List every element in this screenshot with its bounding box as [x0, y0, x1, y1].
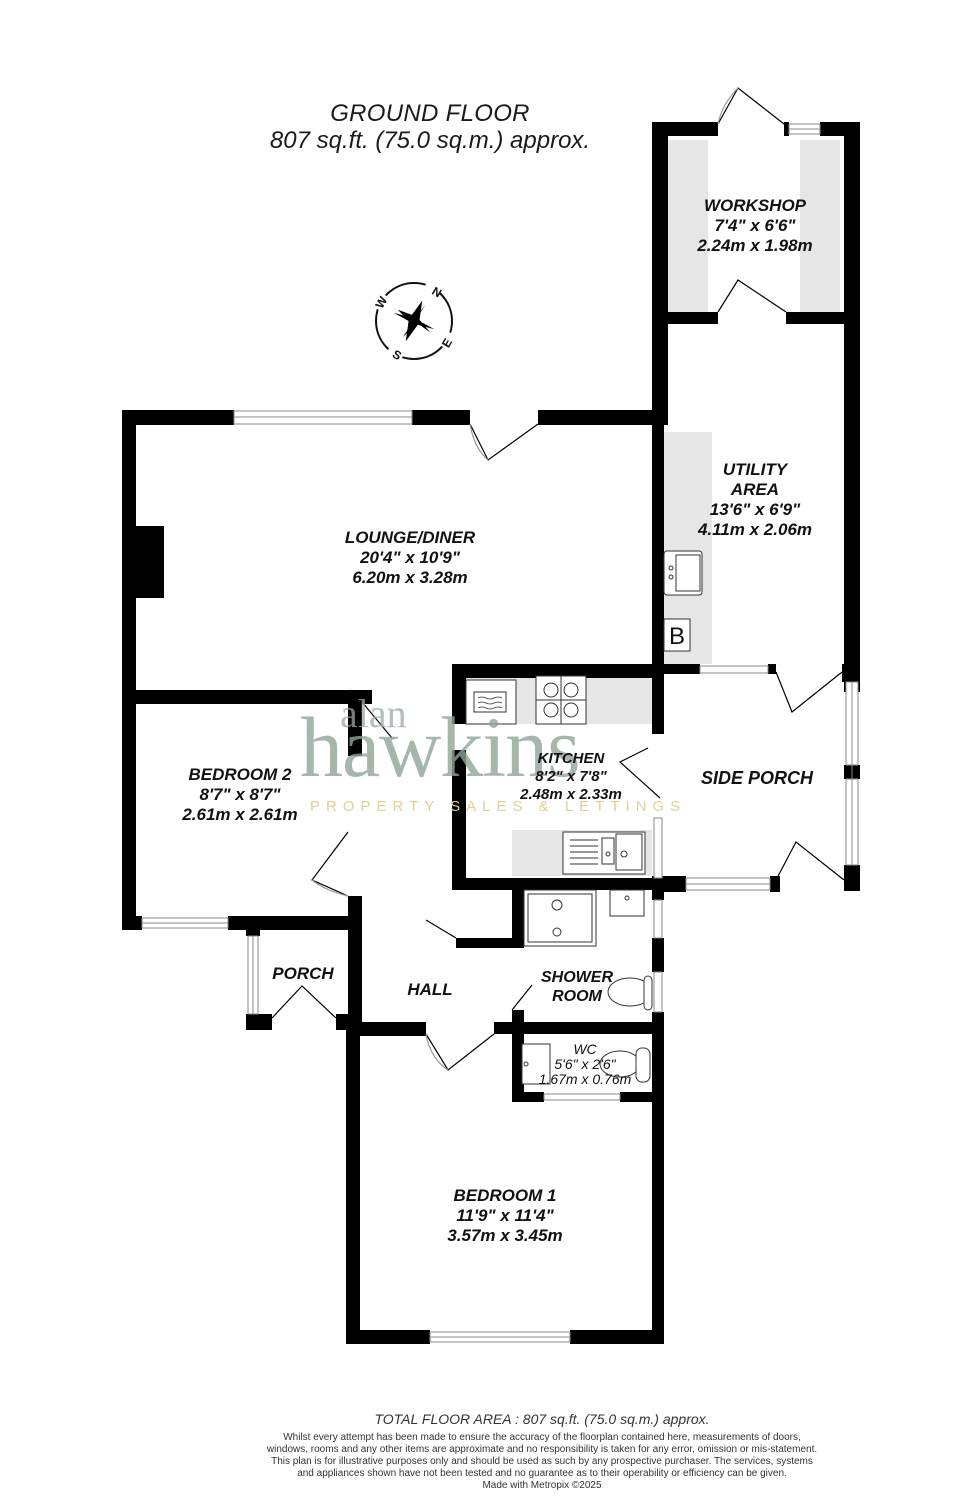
room-dimensions-metric: 1.67m x 0.76m [538, 1071, 632, 1087]
room-dimensions-metric: 2.48m x 2.33m [520, 786, 622, 803]
windows [141, 123, 859, 1343]
compass-icon: N E S W [372, 280, 455, 363]
utility-sink-icon [663, 550, 703, 596]
room-name-line2: ROOM [552, 988, 602, 1005]
made-with-credit: Made with Metropix ©2025 [482, 1480, 602, 1491]
room-dimensions-imperial: 5'6" x 2'6" [554, 1056, 616, 1072]
boiler-icon: B [663, 618, 691, 652]
room-name-line1: SHOWER [541, 969, 613, 986]
room-label-utility: UTILITY AREA 13'6" x 6'9" 4.11m x 2.06m [670, 460, 840, 540]
room-label-hall: HALL [380, 980, 480, 1000]
room-name: KITCHEN [537, 750, 605, 767]
doors [271, 87, 845, 1071]
room-dimensions-metric: 2.24m x 1.98m [697, 236, 813, 255]
room-dimensions-imperial: 8'7" x 8'7" [199, 785, 281, 804]
basin-icon [609, 889, 645, 917]
sink-icon [562, 831, 646, 875]
room-name: SIDE PORCH [700, 768, 814, 788]
room-name-line2: AREA [730, 480, 780, 499]
wc-basin-icon [521, 1043, 551, 1085]
room-dimensions-metric: 4.11m x 2.06m [697, 520, 813, 539]
room-name: BEDROOM 1 [453, 1186, 557, 1205]
hob-icon [535, 675, 587, 725]
room-name: WORKSHOP [704, 196, 806, 215]
room-label-workshop: WORKSHOP 7'4" x 6'6" 2.24m x 1.98m [660, 196, 850, 256]
svg-text:B: B [669, 623, 685, 650]
room-dimensions-imperial: 8'2" x 7'8" [535, 768, 607, 785]
walls [122, 122, 860, 1344]
room-dimensions-imperial: 11'9" x 11'4" [456, 1206, 554, 1225]
room-dimensions-imperial: 20'4" x 10'9" [360, 548, 460, 567]
room-label-lounge-diner: LOUNGE/DINER 20'4" x 10'9" 6.20m x 3.28m [300, 528, 520, 588]
room-label-porch: PORCH [258, 964, 348, 984]
room-label-side-porch: SIDE PORCH [672, 768, 842, 788]
room-name: BEDROOM 2 [188, 765, 292, 784]
shower-tray-icon [523, 889, 597, 947]
room-dimensions-metric: 3.57m x 3.45m [447, 1226, 563, 1245]
wc-toilet-icon [599, 1047, 651, 1083]
room-dimensions-imperial: 13'6" x 6'9" [709, 500, 801, 519]
total-floor-area: TOTAL FLOOR AREA : 807 sq.ft. (75.0 sq.m… [374, 1411, 710, 1427]
svg-text:W: W [372, 293, 390, 310]
room-dimensions-imperial: 7'4" x 6'6" [714, 216, 796, 235]
room-label-bedroom-2: BEDROOM 2 8'7" x 8'7" 2.61m x 2.61m [140, 765, 340, 825]
window-glazing-lines [142, 128, 853, 1338]
room-label-kitchen: KITCHEN 8'2" x 7'8" 2.48m x 2.33m [476, 750, 666, 804]
room-dimensions-metric: 6.20m x 3.28m [352, 568, 468, 587]
floor-area: 807 sq.ft. (75.0 sq.m.) approx. [269, 127, 591, 154]
room-name: LOUNGE/DINER [344, 528, 476, 547]
floor-title-block: GROUND FLOOR 807 sq.ft. (75.0 sq.m.) app… [200, 100, 660, 154]
room-dimensions-metric: 2.61m x 2.61m [182, 805, 298, 824]
room-name: WC [573, 1041, 597, 1057]
room-label-wc: WC 5'6" x 2'6" 1.67m x 0.76m [520, 1042, 650, 1087]
floor-name: GROUND FLOOR [330, 100, 530, 127]
room-name: PORCH [272, 964, 334, 983]
disclaimer-text: Whilst every attempt has been made to en… [266, 1432, 818, 1479]
footer: TOTAL FLOOR AREA : 807 sq.ft. (75.0 sq.m… [262, 1410, 822, 1492]
room-name: HALL [407, 980, 453, 999]
microwave-icon [465, 679, 517, 725]
toilet-icon [607, 975, 653, 1011]
room-label-shower-room: SHOWER ROOM [522, 968, 632, 1006]
room-label-bedroom-1: BEDROOM 1 11'9" x 11'4" 3.57m x 3.45m [400, 1186, 610, 1246]
room-name-line1: UTILITY [722, 460, 788, 479]
